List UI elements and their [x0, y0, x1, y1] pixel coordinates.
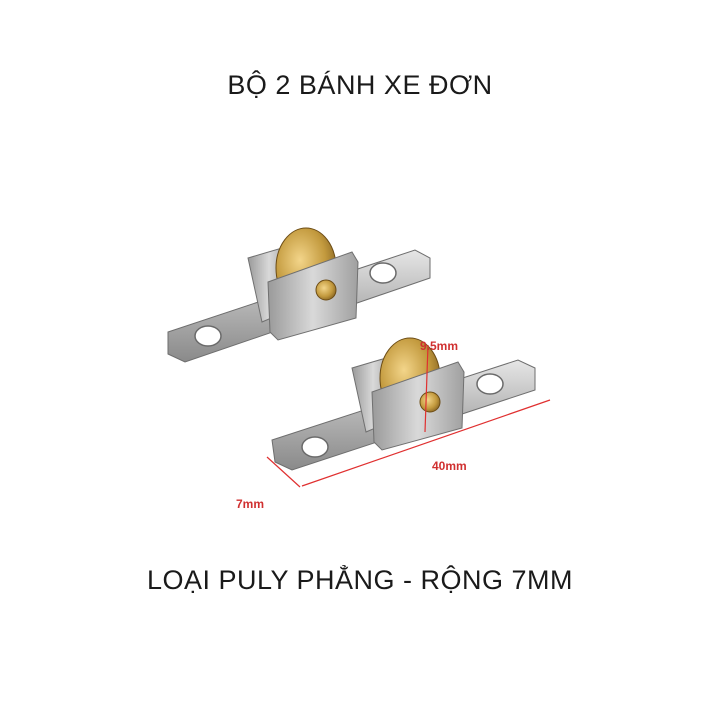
dimension-annotations: 9.5mm 40mm 7mm [236, 339, 551, 511]
product-subtitle: LOẠI PULY PHẲNG - RỘNG 7MM [146, 565, 574, 595]
width-label: 7mm [236, 497, 264, 511]
product-title: BỘ 2 BÁNH XE ĐƠN [227, 70, 493, 100]
wheel-assembly-1 [167, 227, 431, 363]
axle-pin [419, 391, 441, 413]
length-label: 40mm [432, 459, 467, 473]
side-flange [267, 251, 359, 341]
height-dimension-line [424, 344, 429, 433]
height-label: 9.5mm [420, 339, 458, 353]
wheel-assembly-2 [271, 337, 536, 471]
side-flange [371, 361, 465, 451]
screw-hole [476, 373, 504, 395]
width-dimension-line [266, 456, 301, 488]
screw-hole [301, 436, 329, 458]
length-dimension-line [301, 399, 551, 487]
screw-hole [194, 325, 222, 347]
axle-pin [315, 279, 337, 301]
screw-hole [369, 262, 397, 284]
